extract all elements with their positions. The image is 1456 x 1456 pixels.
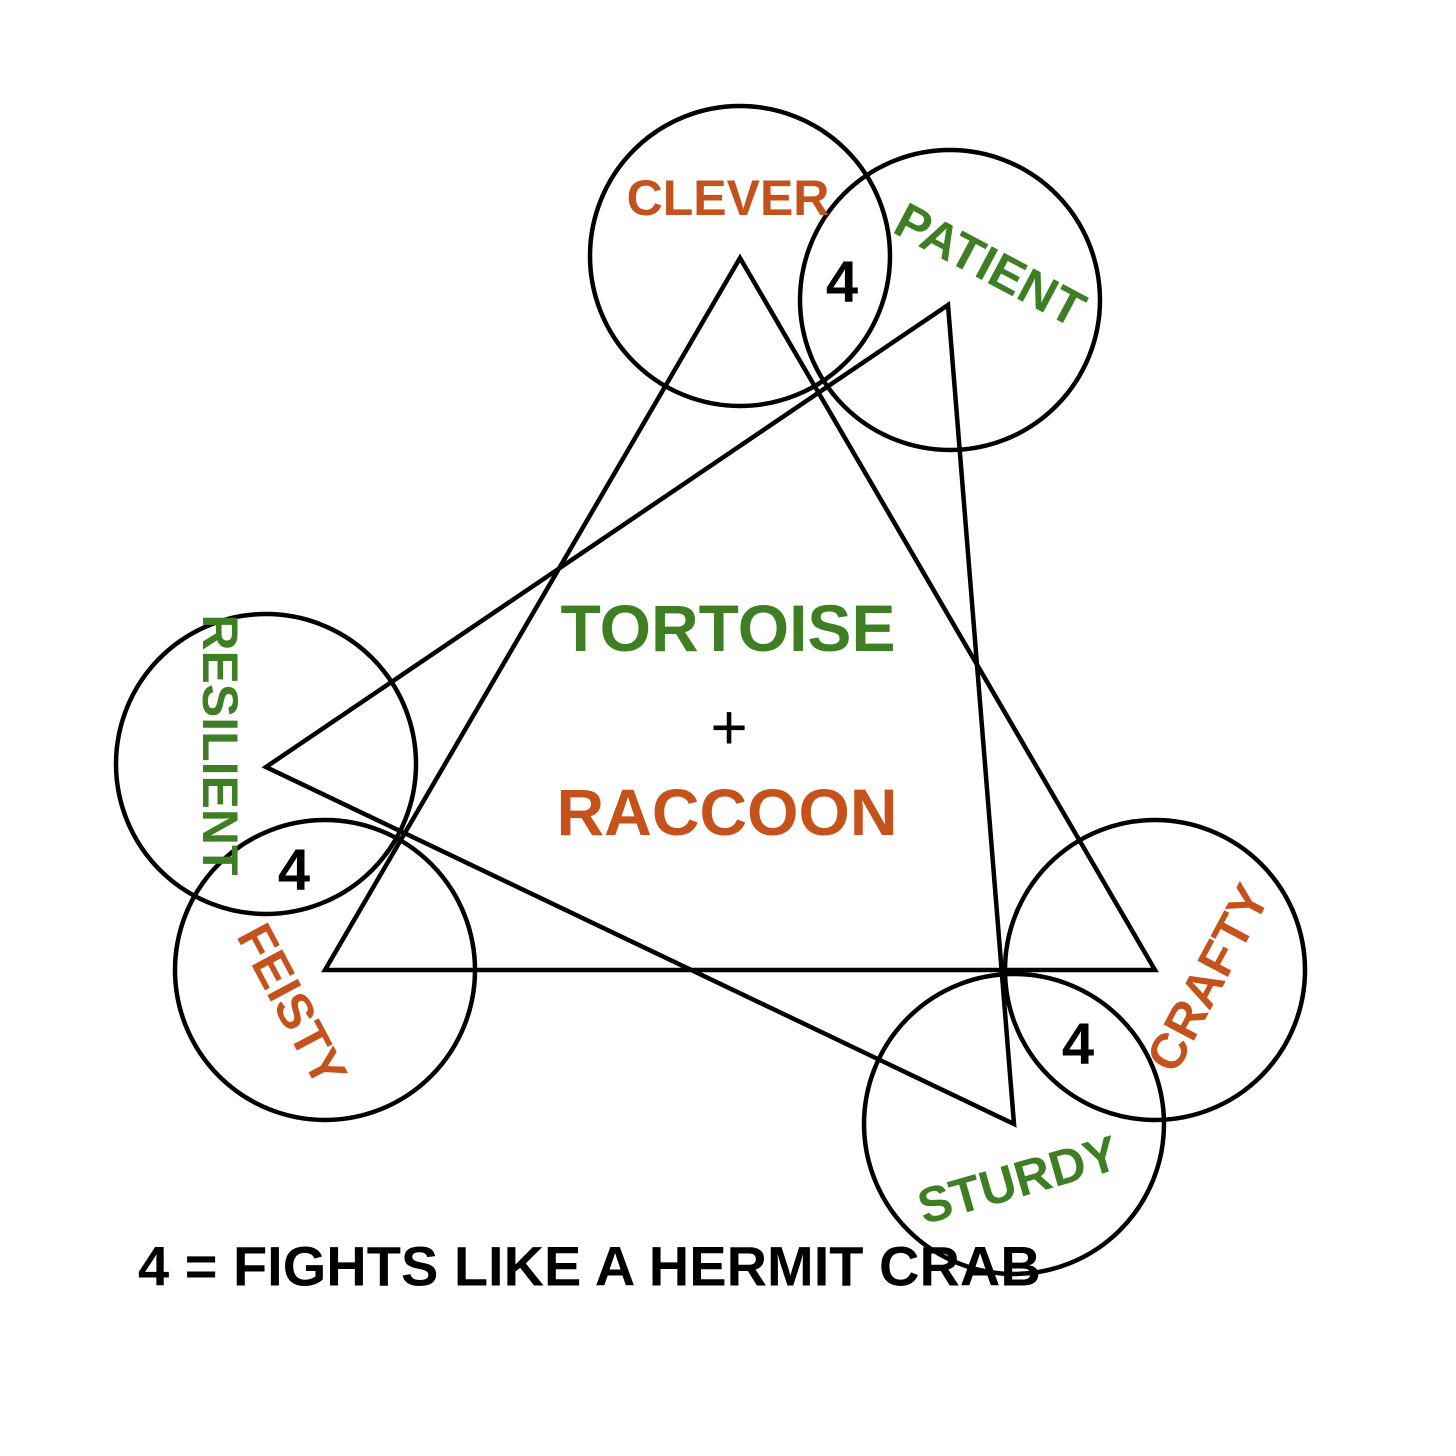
trait-patient: PATIENT <box>886 192 1095 338</box>
trait-feisty: FEISTY <box>226 915 358 1096</box>
overlap-number-left: 4 <box>278 838 310 903</box>
center-raccoon: RACCOON <box>557 775 898 849</box>
legend-text: 4 = FIGHTS LIKE A HERMIT CRAB <box>138 1235 1041 1298</box>
trait-crafty: CRAFTY <box>1136 875 1281 1080</box>
circle-feisty <box>172 817 478 1123</box>
trait-sturdy: STURDY <box>911 1125 1124 1235</box>
circle-patient <box>797 147 1103 453</box>
trait-clever: CLEVER <box>627 170 830 226</box>
overlap-number-top: 4 <box>826 250 858 315</box>
circle-crafty <box>1002 817 1308 1123</box>
upward-triangle <box>321 253 1159 973</box>
circle-resilient <box>113 611 419 917</box>
rotated-triangle <box>261 300 1017 1128</box>
overlap-number-bottom-right: 4 <box>1062 1012 1094 1077</box>
center-tortoise: TORTOISE <box>561 591 896 665</box>
circle-clever <box>587 103 893 409</box>
center-plus: + <box>710 691 747 763</box>
trait-resilient: RESILIENT <box>192 614 248 875</box>
circle-sturdy <box>861 971 1167 1277</box>
